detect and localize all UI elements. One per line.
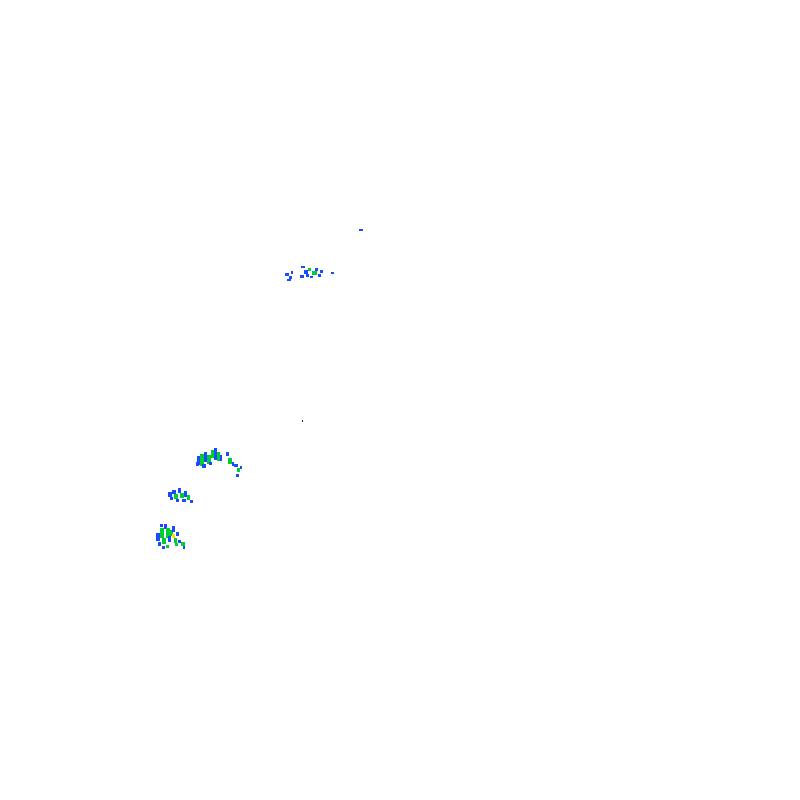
echo-pixel (176, 499, 179, 502)
echo-pixel (160, 524, 163, 527)
echo-pixel (359, 229, 363, 231)
echo-cluster-south-middle-cell (168, 488, 193, 503)
echo-pixel (174, 538, 177, 543)
echo-pixel (172, 526, 175, 532)
echo-pixel (156, 533, 160, 541)
echo-pixel (211, 450, 215, 458)
echo-pixel (200, 454, 204, 466)
echo-cluster-south-lower-cell (156, 524, 185, 549)
echo-pixel (228, 458, 232, 464)
echo-pixel (164, 524, 167, 529)
echo-pixel (168, 536, 171, 542)
echo-pixel (308, 268, 311, 271)
echo-pixel (181, 542, 185, 546)
echo-pixel (197, 456, 200, 465)
echo-pixel (160, 528, 164, 538)
echo-pixel (300, 275, 304, 278)
echo-pixel (285, 273, 289, 276)
echo-pixel (315, 268, 318, 271)
echo-pixel (182, 499, 186, 502)
echo-pixel (178, 488, 181, 493)
echo-pixel (166, 545, 169, 548)
echo-pixel (226, 452, 229, 456)
echo-cluster-north-band (285, 266, 334, 281)
echo-pixel (202, 464, 206, 468)
echo-pixel (318, 274, 321, 277)
echo-pixel (214, 448, 217, 460)
echo-pixel (170, 497, 173, 500)
echo-cluster-south-upper-cell (196, 448, 242, 477)
echo-cluster-north-east-speck (359, 229, 363, 231)
echo-pixel (217, 452, 220, 461)
radar-site-marker (302, 420, 303, 422)
echo-pixel (183, 546, 185, 549)
echo-pixel (237, 468, 240, 472)
echo-pixel (236, 474, 239, 477)
echo-pixel (220, 455, 222, 461)
echo-pixel (187, 495, 190, 500)
echo-pixel (320, 270, 323, 273)
echo-pixel (207, 455, 211, 464)
echo-pixel (172, 534, 175, 538)
echo-pixel (310, 276, 313, 278)
echo-pixel (306, 274, 309, 277)
echo-pixel (176, 532, 179, 536)
echo-pixel (180, 493, 184, 498)
echo-pixel (178, 540, 181, 543)
echo-pixel (232, 462, 234, 466)
echo-pixel (175, 543, 178, 546)
echo-pixel (184, 491, 187, 497)
echo-pixel (301, 266, 305, 268)
echo-pixel (240, 466, 242, 469)
echo-pixel (291, 271, 293, 274)
echo-pixel (234, 464, 238, 467)
echo-pixel (196, 462, 199, 466)
echo-pixel (174, 494, 178, 499)
echo-pixel (168, 492, 172, 497)
echo-pixel (162, 546, 165, 549)
echo-pixel (287, 279, 291, 281)
echo-pixel (304, 270, 308, 274)
echo-pixel (209, 462, 212, 465)
echo-pixel (170, 530, 173, 536)
echo-pixel (172, 490, 176, 494)
echo-pixel (312, 271, 317, 275)
echo-pixel (166, 528, 170, 538)
echo-pixel (331, 272, 334, 274)
echo-pixel (204, 452, 207, 462)
echo-pixel (158, 542, 161, 546)
echo-pixel (190, 500, 193, 503)
echo-pixel (162, 538, 166, 544)
echo-pixel (289, 276, 292, 279)
